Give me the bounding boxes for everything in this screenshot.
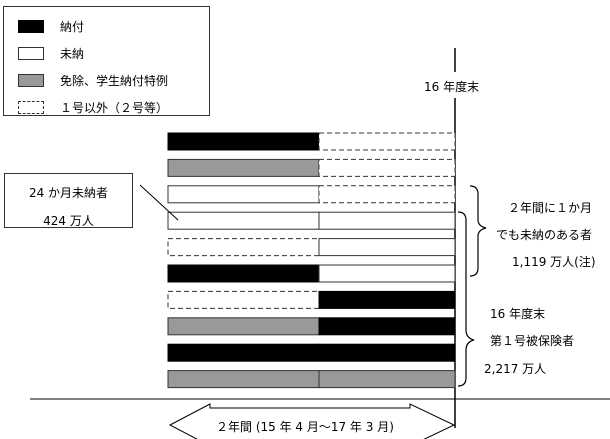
- legend-item-paid: 納付: [18, 18, 84, 34]
- legend-label: 未納: [60, 46, 85, 61]
- legend: 納付 未納 免除、学生納付特例 １号以外（２号等）: [3, 6, 210, 116]
- bar-4-second-year-unpaid: [318, 211, 456, 230]
- insured-label-1: 16 年度末: [490, 307, 546, 321]
- unpaid-group-label-2: でも未納のある者: [496, 228, 593, 242]
- bar-2-first-year-exempt: [167, 158, 320, 177]
- unpaid-group-label-1: ２年間に１か月: [508, 201, 593, 215]
- insured-brace: [457, 211, 475, 387]
- bar-2-second-year-other: [318, 158, 456, 177]
- bar-1-second-year-other: [318, 132, 456, 151]
- bar-4-first-year-unpaid: [167, 211, 320, 230]
- bar-6-second-year-unpaid: [318, 264, 456, 283]
- fiscal-end-label: 16 年度末: [424, 80, 480, 94]
- callout-pointer: [139, 184, 179, 221]
- bar-10-second-year-exempt: [318, 370, 456, 389]
- bar-3-first-year-unpaid: [167, 185, 320, 204]
- legend-item-unpaid: 未納: [18, 45, 84, 61]
- legend-item-exempt: 免除、学生納付特例: [18, 72, 168, 88]
- bar-8-first-year-exempt: [167, 317, 320, 336]
- bar-6-first-year-paid: [167, 264, 320, 283]
- legend-label: 納付: [60, 19, 85, 34]
- bar-3-second-year-other: [318, 185, 456, 204]
- exempt-swatch-icon: [18, 73, 44, 87]
- bars-group: [167, 132, 456, 389]
- legend-label: １号以外（２号等）: [60, 100, 169, 115]
- legend-label: 免除、学生納付特例: [60, 73, 169, 88]
- bar-5-second-year-unpaid: [318, 238, 456, 257]
- bar-7-first-year-other: [167, 290, 320, 309]
- callout-title: 24 か月未納者: [28, 186, 109, 200]
- paid-swatch-icon: [18, 19, 44, 33]
- bar-8-second-year-paid: [318, 317, 456, 336]
- unpaid-swatch-icon: [18, 46, 44, 60]
- bar-7-second-year-paid: [318, 290, 456, 309]
- callout-count: 424 万人: [43, 214, 94, 228]
- insured-label-2: 第１号被保険者: [490, 334, 575, 348]
- callout-24-month-unpaid: 24 か月未納者 424 万人: [4, 173, 133, 228]
- period-label: ２年間 (15 年 4 月～17 年 3 月): [216, 420, 394, 434]
- other-swatch-icon: [18, 100, 44, 114]
- bar-10-first-year-exempt: [167, 370, 320, 389]
- legend-item-other: １号以外（２号等）: [18, 99, 168, 115]
- insured-count: 2,217 万人: [484, 362, 547, 376]
- unpaid-group-brace: [469, 185, 487, 277]
- bar-9-first-year-paid: [167, 343, 320, 362]
- bar-9-second-year-paid: [318, 343, 456, 362]
- period-double-arrow-icon: [168, 403, 456, 439]
- bar-5-first-year-other: [167, 238, 320, 257]
- unpaid-group-count: 1,119 万人(注): [512, 255, 596, 269]
- bar-1-first-year-paid: [167, 132, 320, 151]
